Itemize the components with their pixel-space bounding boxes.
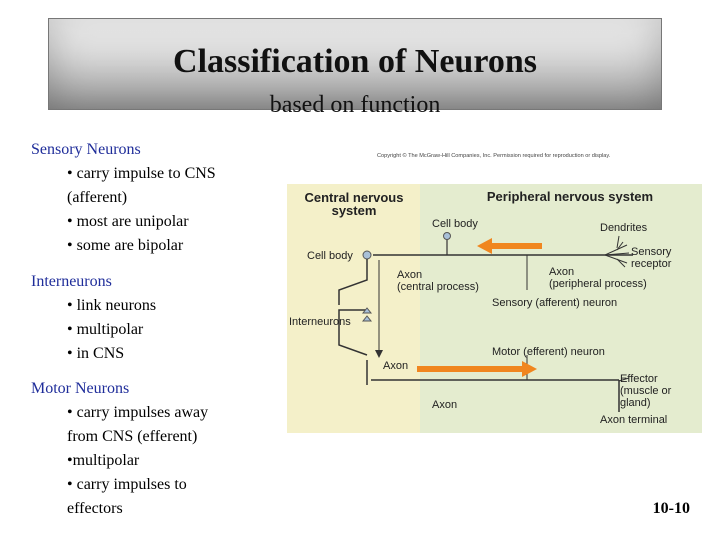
sensory-cell-body [443,232,451,240]
sensory-receptor-label-line2: receptor [631,258,672,270]
interneuron-chain [338,259,368,385]
copyright-notice: Copyright © The McGraw-Hill Companies, I… [377,153,611,159]
motor-section: Motor Neurons • carry impulses away from… [31,377,281,521]
cns-region [287,184,420,433]
motor-direction-arrow [417,361,537,377]
axon-central-label: Axon [397,269,422,281]
bullet-item: • multipolar [67,321,144,338]
bullet-item: effectors [67,500,123,517]
interneuron-cell-bodies [361,307,373,322]
sensory-receptor-label: Sensory [631,246,672,258]
axon-terminal-label: Axon terminal [600,414,667,426]
bullet-item: • carry impulses to [67,476,187,493]
pns-label: Peripheral nervous system [487,189,653,204]
dendrites-icon [604,241,630,268]
section-heading: Sensory Neurons [31,141,141,158]
pns-region [420,184,702,433]
bullet-item: • most are unipolar [67,213,189,230]
axon-peripheral-label: Axon [549,266,574,278]
axon-bottom-label: Axon [432,399,457,411]
section-heading: Motor Neurons [31,380,130,397]
neuron-diagram: Central nervous system Peripheral nervou… [287,184,702,433]
axon-vertical-label: Axon [383,360,408,372]
bullet-item: from CNS (efferent) [67,428,198,445]
section-heading: Interneurons [31,273,112,290]
sensory-section: Sensory Neurons • carry impulse to CNS (… [31,138,281,258]
dendrites-leader [616,235,620,249]
sensory-neuron-label: Sensory (afferent) neuron [492,297,617,309]
axon-central-label-line2: (central process) [397,281,479,293]
title-banner: Classification of Neurons based on funct… [48,18,662,117]
interneurons-label: Interneurons [289,316,351,328]
cns-cell-body-label: Cell body [307,250,353,262]
cell-body-label: Cell body [432,218,478,230]
cns-cell-body [362,250,372,260]
bullet-item: • link neurons [67,297,157,314]
effector-label: Effector [620,373,658,385]
bullet-item: • in CNS [67,345,125,362]
axon-peripheral-label-line2: (peripheral process) [549,278,647,290]
bullet-item: • some are bipolar [67,237,184,254]
bullet-item: (afferent) [67,189,128,206]
page-title: Classification of Neurons [173,43,537,80]
sensory-direction-arrow [477,238,542,254]
dendrites-label: Dendrites [600,222,648,234]
page-number: 10-10 [652,500,690,517]
motor-neuron-label: Motor (efferent) neuron [492,346,605,358]
page-subtitle: based on function [269,92,441,118]
interneurons-section: Interneurons • link neurons • multipolar… [31,270,281,366]
bullet-item: • carry impulses away [67,404,209,421]
effector-label-line3: gland) [620,397,651,409]
bullet-item: • carry impulse to CNS [67,165,216,182]
effector-leader [618,377,630,382]
cns-label-line2: system [332,203,377,218]
effector-label-line2: (muscle or [620,385,672,397]
bullet-item: •multipolar [67,452,140,469]
cns-label: Central nervous [305,190,404,205]
